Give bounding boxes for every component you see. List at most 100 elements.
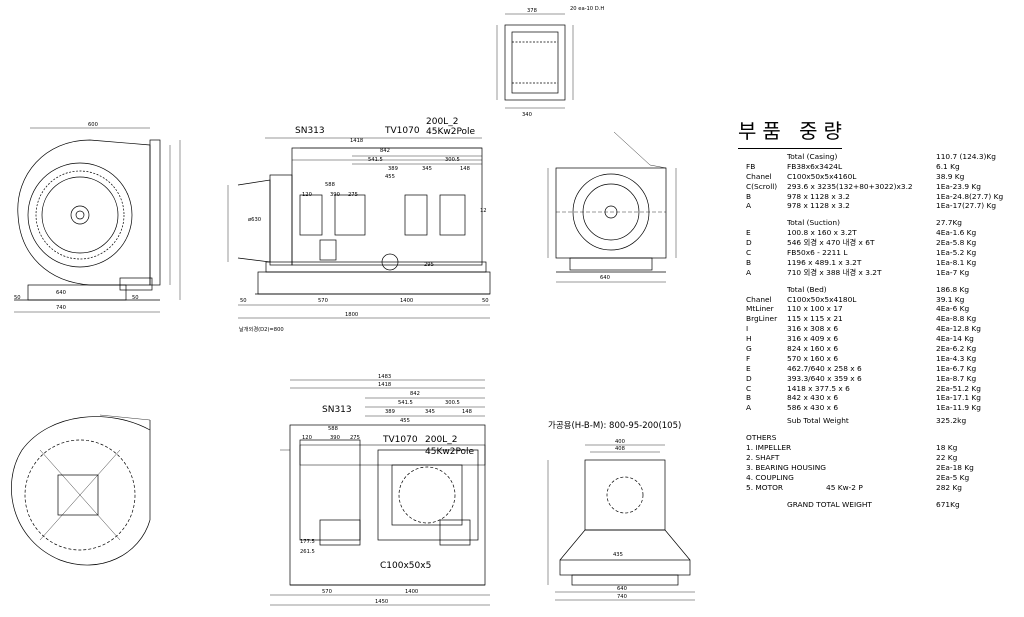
part-weight: 2Ea-51.2 Kg bbox=[936, 383, 981, 393]
part-code: B bbox=[746, 191, 752, 201]
part-code: B bbox=[746, 257, 752, 267]
other-part-weight: 2Ea-18 Kg bbox=[936, 462, 974, 472]
dim-275-bottom: 275 bbox=[350, 435, 360, 441]
part-spec: 824 x 160 x 6 bbox=[787, 344, 839, 354]
dim-640-br: 640 bbox=[617, 586, 627, 592]
suction-header: Total (Suction) bbox=[787, 218, 840, 228]
part-spec: FB50x6 - 2211 L bbox=[787, 248, 848, 258]
part-weight: 4Ea-6 Kg bbox=[936, 304, 970, 314]
dim-1483-bottom: 1483 bbox=[378, 374, 391, 380]
grand-total-label: GRAND TOTAL WEIGHT bbox=[787, 499, 872, 509]
dim-455-top: 455 bbox=[385, 174, 395, 180]
part-spec: 393.3/640 x 359 x 6 bbox=[787, 373, 862, 383]
casing-total-row: Total (Casing) 110.7 (124.3)Kg bbox=[738, 152, 1020, 162]
part-code: I bbox=[746, 324, 749, 334]
label-motor-bottom-a: 200L_2 bbox=[425, 435, 457, 445]
part-spec: 978 x 1128 x 3.2 bbox=[787, 191, 850, 201]
dim-588-top: 588 bbox=[325, 182, 335, 188]
part-spec: 842 x 430 x 6 bbox=[787, 393, 839, 403]
dim-640-top: 640 bbox=[56, 290, 66, 296]
dim-842-top: 842 bbox=[380, 148, 390, 154]
part-code: E bbox=[746, 228, 751, 238]
dim-600-top: 600 bbox=[88, 122, 98, 128]
part-spec: 586 x 430 x 6 bbox=[787, 403, 839, 413]
other-part-weight: 2Ea-5 Kg bbox=[936, 472, 970, 482]
part-spec: 293.6 x 3235(132+80+3022)x3.2 bbox=[787, 181, 913, 191]
label-motor-top-b: 45Kw2Pole bbox=[426, 127, 476, 137]
part-weight: 1Ea-5.2 Kg bbox=[936, 248, 977, 258]
table-row: C FB50x6 - 2211 L 1Ea-5.2 Kg bbox=[738, 248, 1020, 258]
technical-drawing: 600 640 740 50 50 SN313 bbox=[11, 6, 695, 606]
part-weight: 38.9 Kg bbox=[936, 171, 965, 181]
part-code: D bbox=[746, 373, 752, 383]
dim-389-bottom: 389 bbox=[385, 409, 395, 415]
part-spec: 546 외경 x 470 내경 x 6T bbox=[787, 238, 875, 248]
dim-455-bottom: 455 bbox=[400, 418, 410, 424]
part-code: C bbox=[746, 248, 752, 258]
casing-side-view bbox=[14, 127, 181, 313]
part-weight: 2Ea-5.8 Kg bbox=[936, 238, 977, 248]
part-weight: 4Ea-8.8 Kg bbox=[936, 314, 977, 324]
other-part-name: 4. COUPLING bbox=[746, 472, 794, 482]
label-motor-bottom-b: 45Kw2Pole bbox=[425, 447, 475, 457]
dim-640-tr: 640 bbox=[600, 275, 610, 281]
part-spec: 100.8 x 160 x 3.2T bbox=[787, 228, 857, 238]
part-spec: 110 x 100 x 17 bbox=[787, 304, 843, 314]
list-item: 4. COUPLING 2Ea-5 Kg bbox=[738, 473, 1020, 483]
part-code: G bbox=[746, 344, 752, 354]
label-tv1070-bottom: TV1070 bbox=[382, 435, 418, 445]
others-header: OTHERS bbox=[746, 433, 777, 443]
part-weight: 1Ea-23.9 Kg bbox=[936, 181, 981, 191]
dim-50-left: 50 bbox=[14, 295, 21, 301]
part-spec: 316 x 409 x 6 bbox=[787, 334, 839, 344]
dim-275-top: 275 bbox=[348, 192, 358, 198]
part-spec: 1418 x 377.5 x 6 bbox=[787, 383, 850, 393]
sub-total-label: Sub Total Weight bbox=[787, 416, 849, 426]
part-spec: 570 x 160 x 6 bbox=[787, 353, 839, 363]
dim-408-br: 408 bbox=[615, 446, 625, 452]
part-code: Chanel bbox=[746, 171, 772, 181]
label-tv1070-top: TV1070 bbox=[384, 126, 420, 136]
part-weight: 4Ea-14 Kg bbox=[936, 334, 974, 344]
dim-50-tc-left: 50 bbox=[240, 298, 247, 304]
bed-total: 186.8 Kg bbox=[936, 284, 970, 294]
dim-1450-bottom: 1450 bbox=[375, 599, 388, 605]
part-weight: 1Ea-11.9 Kg bbox=[936, 403, 981, 413]
dim-50-right: 50 bbox=[132, 295, 139, 301]
table-row: C 1418 x 377.5 x 6 2Ea-51.2 Kg bbox=[738, 384, 1020, 394]
dim-842-bottom: 842 bbox=[410, 391, 420, 397]
others-header-row: OTHERS bbox=[738, 433, 1020, 443]
part-weight: 1Ea-17(27.7) Kg bbox=[936, 201, 997, 211]
part-code: C bbox=[746, 383, 752, 393]
bed-header: Total (Bed) bbox=[787, 284, 827, 294]
dim-50-tc-right: 50 bbox=[482, 298, 489, 304]
dim-1418-bottom: 1418 bbox=[378, 382, 391, 388]
other-part-weight: 18 Kg bbox=[936, 443, 958, 453]
dim-400-br: 400 bbox=[615, 439, 625, 445]
dim-120-top: 120 bbox=[302, 192, 312, 198]
casing-header: Total (Casing) bbox=[787, 152, 838, 161]
part-weight: 1Ea-8.1 Kg bbox=[936, 257, 977, 267]
part-spec: 462.7/640 x 258 x 6 bbox=[787, 363, 862, 373]
label-impeller-dia: 날개외경(D2)=800 bbox=[239, 325, 284, 333]
dim-740-br: 740 bbox=[617, 594, 627, 600]
dim-1418-top: 1418 bbox=[350, 138, 363, 144]
dim-340-duct: 340 bbox=[522, 112, 532, 118]
duct-flange-view bbox=[496, 13, 574, 109]
part-code: A bbox=[746, 267, 752, 277]
dim-390-top: 390 bbox=[330, 192, 340, 198]
part-code: FB bbox=[746, 161, 756, 171]
title-underline bbox=[738, 148, 842, 149]
